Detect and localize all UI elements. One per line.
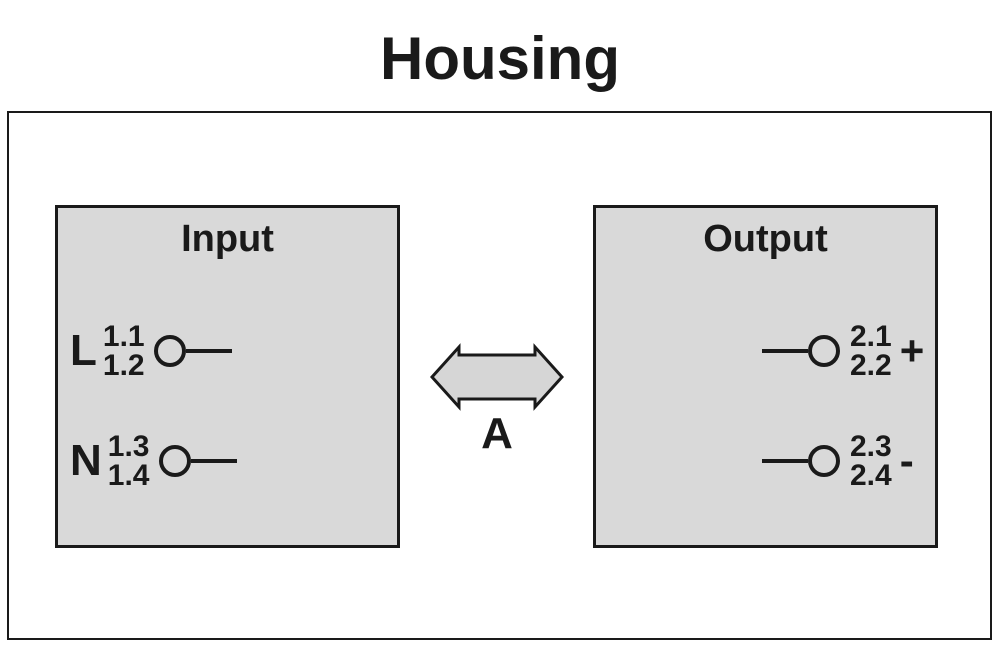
terminal-contact-icon (153, 335, 186, 367)
arrow-label: A (481, 409, 513, 458)
input-panel: Input L 1.1 1.2 N 1.3 1.4 (55, 205, 400, 548)
double-arrow-icon (430, 343, 564, 411)
terminal-wire-line (762, 349, 808, 353)
terminal-contact-icon (808, 445, 840, 477)
terminal-wire-line (190, 459, 237, 463)
housing-outline (7, 111, 992, 640)
terminal-letter: L (70, 326, 97, 375)
terminal-number-top: 1.1 (102, 320, 145, 353)
output-terminal-row-minus: 2.3 2.4 - (762, 426, 914, 496)
terminal-numbers: 1.3 1.4 (107, 430, 150, 492)
terminal-number-bottom: 2.2 (850, 349, 892, 382)
terminal-number-top: 2.3 (850, 430, 892, 463)
terminal-wire-line (185, 349, 232, 353)
input-terminal-row-L: L 1.1 1.2 (70, 316, 232, 386)
input-panel-title: Input (181, 218, 274, 260)
terminal-number-bottom: 1.2 (102, 349, 145, 382)
terminal-number-bottom: 1.4 (107, 459, 150, 492)
terminal-contact-icon (158, 445, 191, 477)
terminal-number-top: 1.3 (107, 430, 150, 463)
input-terminal-row-N: N 1.3 1.4 (70, 426, 237, 496)
terminal-letter: N (70, 436, 102, 485)
output-panel-title: Output (703, 218, 828, 260)
terminal-wire-line (762, 459, 808, 463)
polarity-plus-sign: + (899, 327, 925, 374)
terminal-numbers: 2.1 2.2 (850, 320, 892, 382)
terminal-contact-icon (808, 335, 840, 367)
output-terminal-row-plus: 2.1 2.2 + (762, 316, 924, 386)
terminal-numbers: 2.3 2.4 (850, 430, 892, 492)
polarity-minus-sign: - (899, 437, 914, 484)
diagram-title: Housing (380, 25, 620, 92)
output-panel: Output 2.1 2.2 + 2.3 2.4 - (593, 205, 938, 548)
terminal-number-top: 2.1 (850, 320, 892, 353)
terminal-numbers: 1.1 1.2 (102, 320, 145, 382)
terminal-number-bottom: 2.4 (850, 459, 892, 492)
